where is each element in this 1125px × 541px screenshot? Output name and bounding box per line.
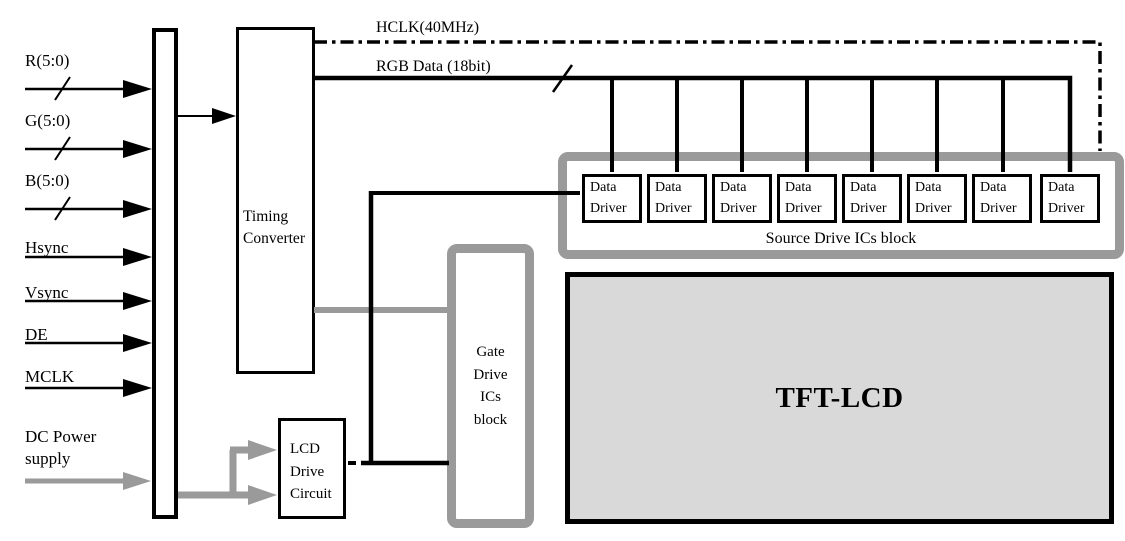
data-driver-box: Data Driver [582, 174, 642, 223]
data-driver-box: Data Driver [907, 174, 967, 223]
gate-drive-ics-label: Gate Drive ICs block [473, 344, 508, 428]
data-driver-label: Data Driver [850, 180, 887, 216]
data-driver-label: Data Driver [915, 180, 952, 216]
bar-to-timing-arrow [178, 108, 236, 124]
signal-label-dc-power: DC Power supply [25, 427, 97, 469]
data-driver-label: Data Driver [1048, 180, 1085, 216]
input-buffer-bar [152, 28, 178, 519]
signal-label-g: G(5:0) [25, 111, 71, 130]
source-drive-ics-block: Data Driver Data Driver Data Driver Data… [558, 152, 1124, 259]
bus-label-hclk: HCLK(40MHz) [376, 19, 480, 36]
data-driver-box: Data Driver [712, 174, 772, 223]
data-driver-box: Data Driver [972, 174, 1032, 223]
bus-label-rgb-data: RGB Data (18bit) [376, 58, 491, 75]
data-driver-label: Data Driver [720, 180, 757, 216]
data-driver-box: Data Driver [777, 174, 837, 223]
signal-label-r: R(5:0) [25, 51, 70, 70]
lcd-drive-circuit-block: LCD Drive Circuit [278, 418, 346, 519]
timing-converter-block: Timing Converter [236, 27, 315, 374]
signal-label-mclk: MCLK [25, 367, 75, 386]
timing-converter-label: Timing Converter [243, 208, 305, 248]
tft-lcd-label: TFT-LCD [775, 381, 904, 414]
data-driver-label: Data Driver [590, 180, 627, 216]
signal-label-vsync: Vsync [25, 283, 69, 302]
data-driver-label: Data Driver [655, 180, 692, 216]
lcd-drive-circuit-label: LCD Drive Circuit [290, 441, 332, 502]
data-driver-box: Data Driver [647, 174, 707, 223]
gate-drive-ics-block: Gate Drive ICs block [447, 244, 534, 528]
data-driver-label: Data Driver [785, 180, 822, 216]
data-driver-box: Data Driver [1040, 174, 1100, 223]
signal-label-hsync: Hsync [25, 238, 69, 257]
tft-lcd-panel: TFT-LCD [565, 272, 1114, 524]
data-driver-label: Data Driver [980, 180, 1017, 216]
data-driver-box: Data Driver [842, 174, 902, 223]
source-drive-ics-label: Source Drive ICs block [765, 230, 917, 247]
signal-label-b: B(5:0) [25, 171, 70, 190]
signal-label-de: DE [25, 325, 48, 344]
